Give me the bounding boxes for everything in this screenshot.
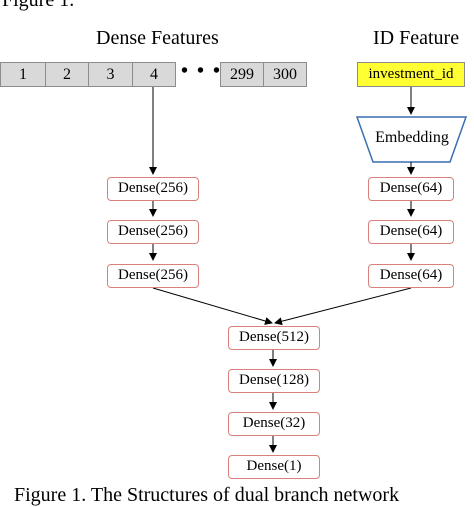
dense-features-heading: Dense Features [96, 27, 219, 49]
feature-cell-299: 299 [220, 62, 264, 87]
right-dense-2: Dense(64) [368, 220, 454, 244]
feature-cell-1: 1 [0, 62, 46, 87]
id-feature-heading: ID Feature [373, 27, 460, 49]
left-dense-2: Dense(256) [107, 220, 199, 244]
right-dense-1: Dense(64) [368, 177, 454, 201]
arrow-right-to-merge [274, 287, 412, 326]
merged-dense-32: Dense(32) [228, 412, 320, 436]
merged-dense-128: Dense(128) [228, 369, 320, 393]
bottom-caption: Figure 1. The Structures of dual branch … [14, 484, 400, 506]
merged-dense-512: Dense(512) [228, 326, 320, 350]
feature-cell-4: 4 [132, 62, 176, 87]
investment-id-box: investment_id [357, 62, 465, 87]
left-dense-1: Dense(256) [107, 177, 199, 201]
embedding-trapezoid [355, 116, 468, 163]
right-dense-3: Dense(64) [368, 264, 454, 288]
feature-cell-300: 300 [263, 62, 307, 87]
top-caption: Figure 1. [2, 0, 75, 11]
embedding-label: Embedding [375, 129, 449, 146]
arrow-left-to-merge [152, 287, 273, 325]
left-dense-3: Dense(256) [107, 264, 199, 288]
feature-cell-2: 2 [45, 62, 89, 87]
merged-dense-1: Dense(1) [228, 455, 320, 479]
ellipsis: • • • [181, 60, 223, 82]
